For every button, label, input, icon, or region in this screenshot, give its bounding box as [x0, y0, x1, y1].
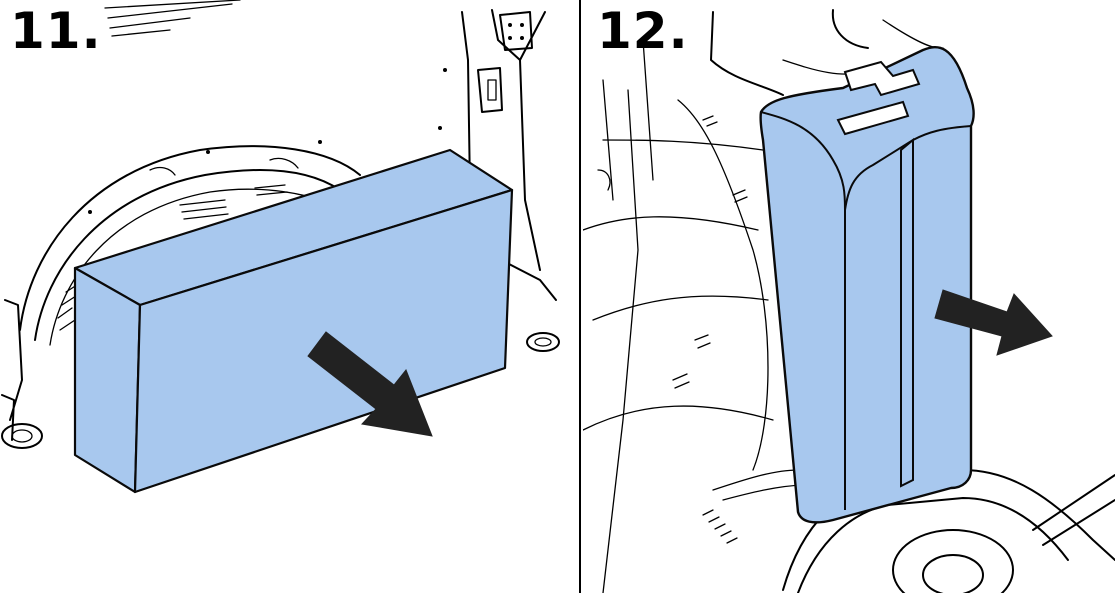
- panel-divider: [579, 0, 581, 593]
- arrow-icon: [934, 289, 1053, 356]
- step-number: 11.: [10, 2, 102, 60]
- step-number: 12.: [597, 2, 689, 60]
- pillar-trim-part: [759, 46, 975, 524]
- vehicle-interior-lines: [583, 9, 1115, 593]
- step-11-panel: 11.: [1, 0, 560, 494]
- step-12-illustration: [583, 9, 1115, 593]
- step-12-panel: 12.: [583, 0, 1115, 593]
- vehicle-interior-lines: [1, 0, 560, 449]
- arrow-icon: [307, 331, 433, 437]
- storage-box-part: [73, 148, 514, 494]
- step-11-illustration: [1, 0, 560, 494]
